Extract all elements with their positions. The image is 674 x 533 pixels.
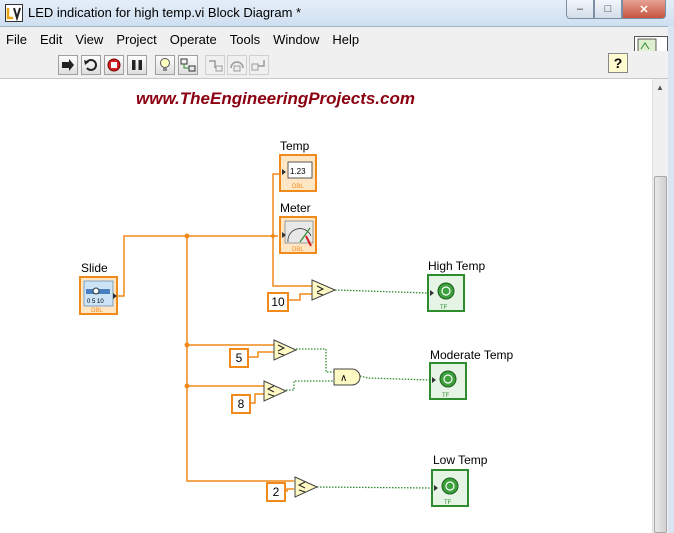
step-over-icon[interactable] (227, 55, 247, 75)
greater-or-equal-node-moderate[interactable] (273, 339, 298, 361)
numeric-wires[interactable] (118, 173, 312, 492)
low-temp-led-terminal[interactable]: TF (431, 469, 469, 507)
highlight-execution-icon[interactable] (155, 55, 175, 75)
block-diagram: 0 5 10 DBL 1.23 DBL DBL (79, 154, 469, 507)
window-title: LED indication for high temp.vi Block Di… (28, 5, 302, 20)
window-border (668, 26, 674, 533)
run-arrow-icon[interactable] (58, 55, 78, 75)
toolbar (0, 51, 674, 79)
constant-5[interactable]: 5 (229, 348, 249, 368)
temp-label: Temp (280, 139, 310, 153)
slide-scale: 0 5 10 (87, 299, 104, 305)
and-function-node[interactable]: ∧ (333, 368, 361, 386)
temp-value: 1.23 (290, 167, 306, 176)
menu-project[interactable]: Project (116, 32, 157, 47)
meter-terminal[interactable]: DBL (279, 216, 317, 254)
abort-icon[interactable] (104, 55, 124, 75)
constant-10[interactable]: 10 (267, 292, 289, 312)
high-temp-led-terminal[interactable]: TF (427, 274, 465, 312)
labview-vi-icon (5, 4, 23, 22)
context-help-button[interactable]: ? (608, 53, 628, 73)
greater-or-equal-node-high[interactable] (311, 279, 337, 301)
meter-label: Meter (280, 201, 311, 215)
scrollbar-thumb[interactable] (654, 176, 667, 533)
menu-tools[interactable]: Tools (229, 32, 261, 47)
vertical-scrollbar[interactable]: ▲ (652, 79, 669, 533)
title-bar: LED indication for high temp.vi Block Di… (0, 0, 674, 27)
close-button[interactable]: ✕ (622, 0, 666, 19)
high-temp-label: High Temp (428, 259, 486, 273)
slide-type: DBL (91, 308, 103, 314)
moderate-temp-label: Moderate Temp (430, 348, 514, 362)
scroll-up-arrow-icon[interactable]: ▲ (656, 83, 664, 92)
watermark-text: www.TheEngineeringProjects.com (136, 89, 415, 108)
menu-bar: File Edit View Project Operate Tools Win… (0, 27, 674, 51)
retain-wire-values-icon[interactable] (178, 55, 198, 75)
menu-window[interactable]: Window (273, 32, 320, 47)
temp-type: DBL (292, 184, 304, 190)
menu-view[interactable]: View (75, 32, 104, 47)
menu-help[interactable]: Help (332, 32, 360, 47)
moderate-temp-type: TF (442, 393, 450, 399)
high-temp-type: TF (440, 305, 448, 311)
meter-type: DBL (292, 247, 304, 253)
low-temp-label: Low Temp (433, 453, 488, 467)
menu-edit[interactable]: Edit (39, 32, 63, 47)
constant-8[interactable]: 8 (231, 394, 251, 414)
and-symbol: ∧ (340, 373, 347, 384)
constant-2[interactable]: 2 (266, 482, 286, 502)
step-out-icon[interactable] (249, 55, 269, 75)
temp-terminal[interactable]: 1.23 DBL (279, 154, 317, 192)
minimize-button[interactable]: – (566, 0, 594, 19)
window-controls: – □ ✕ (566, 0, 666, 19)
run-continuously-icon[interactable] (81, 55, 101, 75)
slide-label: Slide (81, 261, 108, 275)
slide-terminal[interactable]: 0 5 10 DBL (79, 276, 118, 315)
menu-operate[interactable]: Operate (169, 32, 217, 47)
moderate-temp-led-terminal[interactable]: TF (429, 362, 467, 400)
less-or-equal-node-low[interactable] (294, 476, 319, 498)
wire-junctions (184, 233, 275, 389)
less-or-equal-node-moderate[interactable] (263, 380, 288, 402)
menu-file[interactable]: File (6, 32, 27, 47)
maximize-button[interactable]: □ (594, 0, 622, 19)
pause-icon[interactable] (127, 55, 147, 75)
step-into-icon[interactable] (205, 55, 225, 75)
low-temp-type: TF (444, 500, 452, 506)
boolean-wires[interactable] (286, 289, 433, 489)
